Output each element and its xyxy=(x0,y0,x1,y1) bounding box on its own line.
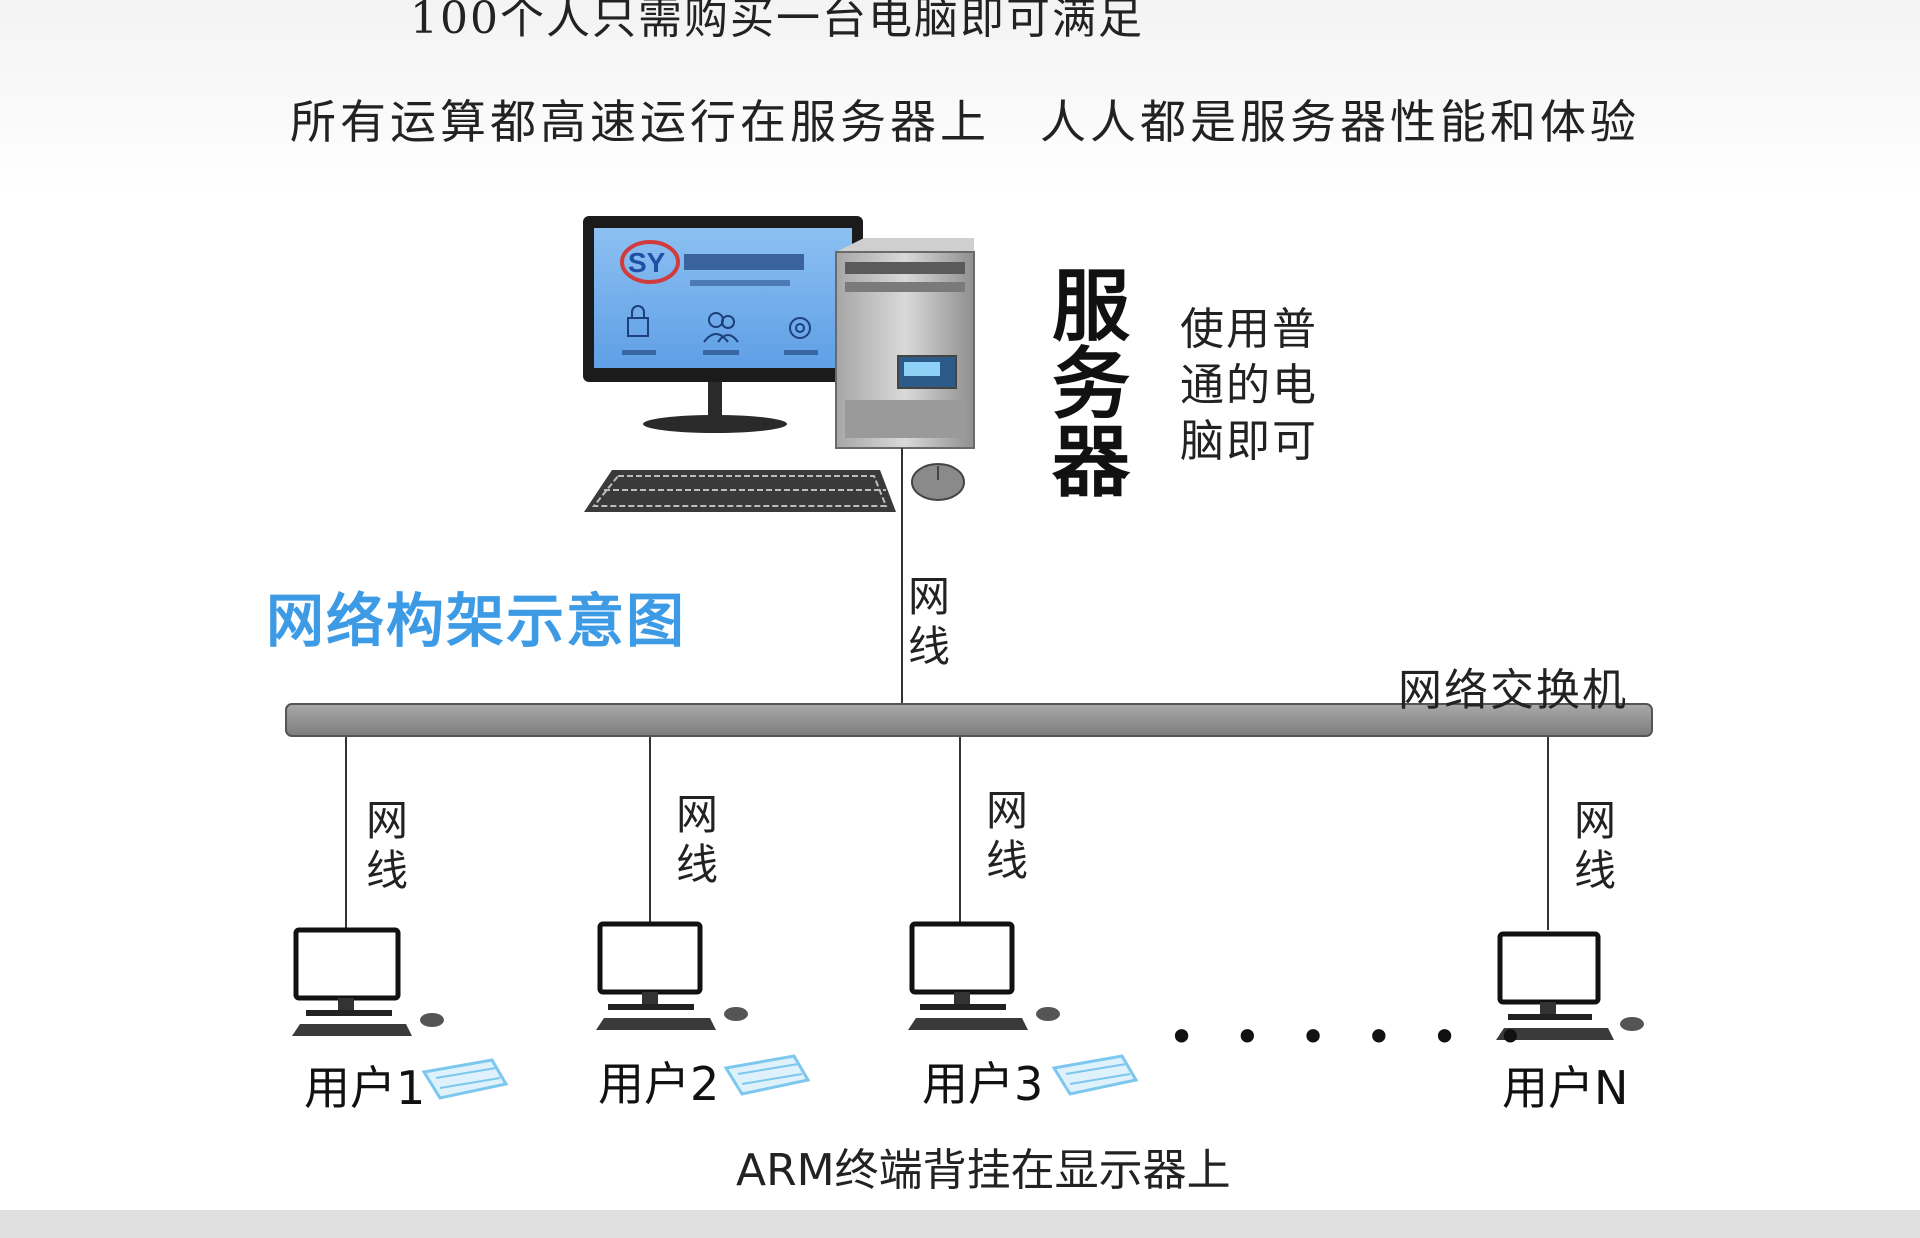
arm-terminal-3 xyxy=(1051,1054,1139,1096)
header-band xyxy=(0,0,1920,192)
users-icon xyxy=(703,312,739,355)
header-line-1: 100个人只需购买一台电脑即可满足 xyxy=(410,0,1144,44)
logo-text: SY xyxy=(628,247,666,278)
server-note: 使用普通的电脑即可 xyxy=(1180,304,1318,467)
user-2-cable-label: 网线 xyxy=(675,790,718,889)
diagram-title: 网络构架示意图 xyxy=(266,587,687,655)
lock-icon xyxy=(622,305,656,355)
server-keyboard xyxy=(584,470,896,512)
user-n-cable-label: 网线 xyxy=(1573,796,1616,895)
header-line-2-right: 人人都是服务器性能和体验 xyxy=(1040,95,1640,149)
ellipsis-dots: • • • • • • xyxy=(1168,1010,1536,1064)
switch-label: 网络交换机 xyxy=(1398,665,1628,716)
network-switch-bar xyxy=(285,703,1653,737)
server-mouse xyxy=(911,463,965,501)
user-2-computer xyxy=(596,921,748,1030)
server-monitor: SY xyxy=(583,216,863,433)
user-1-computer xyxy=(292,927,444,1036)
server-logo: SY xyxy=(620,240,804,286)
header-line-2: 所有运算都高速运行在服务器上人人都是服务器性能和体验 xyxy=(290,86,1640,152)
server-cable-label: 网线 xyxy=(907,572,950,671)
arm-terminal-1 xyxy=(421,1058,509,1100)
user-1-cable-label: 网线 xyxy=(365,796,408,895)
server-title: 服务器 xyxy=(1052,262,1131,508)
user-3-computer xyxy=(908,921,1060,1030)
user-label-1: 用户1 xyxy=(304,1061,426,1115)
arm-terminal-2 xyxy=(723,1054,811,1096)
server-tower xyxy=(835,238,975,449)
gear-icon xyxy=(784,317,818,355)
user-label-3: 用户3 xyxy=(922,1057,1044,1111)
footer-band xyxy=(0,1210,1920,1238)
header-line-2-left: 所有运算都高速运行在服务器上 xyxy=(290,95,990,149)
user-label-n: 用户N xyxy=(1502,1061,1629,1115)
user-3-cable-label: 网线 xyxy=(985,786,1028,885)
user-n-computer xyxy=(1496,931,1644,1040)
user-label-2: 用户2 xyxy=(598,1057,720,1111)
arm-caption: ARM终端背挂在显示器上 xyxy=(736,1145,1231,1196)
